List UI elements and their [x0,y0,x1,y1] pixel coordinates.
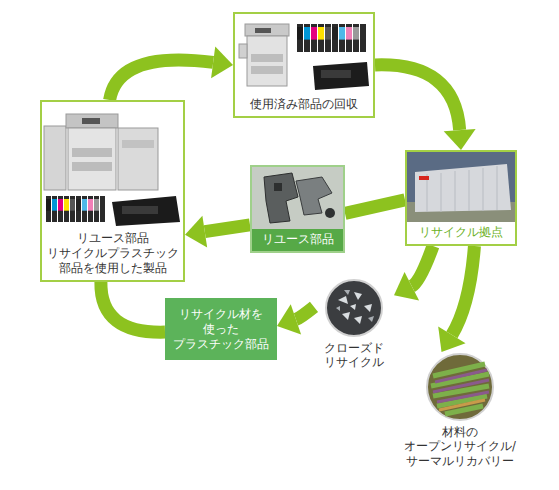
arrow-head [185,216,207,248]
arrow-shaft [296,307,314,320]
arrow-shaft [205,225,250,232]
arrow-shaft [110,60,214,100]
arrow-head [394,272,419,300]
flow-arrow [375,65,476,150]
arrow-shaft [345,200,405,213]
arrow-shaft [412,246,433,286]
flow-arrow [345,200,405,213]
process-box: リユース部品 リサイクルプラスチック 部品を使用した製品 [40,100,185,282]
process-box: リユース部品 [250,165,345,253]
node-label: クローズド リサイクル [316,341,392,370]
arrow-head [277,304,301,334]
node-label: リユース部品 リサイクルプラスチック 部品を使用した製品 [44,231,181,276]
arrow-head [444,129,476,150]
flow-arrow [185,216,250,248]
circle-node: クローズド リサイクル [314,278,394,374]
flow-arrow [277,304,314,334]
flow-arrow [394,246,433,300]
arrow-shaft [452,246,475,335]
illustration [252,167,343,229]
process-box: リサイクル拠点 [405,150,517,246]
node-label: リサイクル材を 使った プラスチック部品 [167,307,275,352]
arrow-shaft [375,65,460,130]
illustration [42,104,183,228]
illustration [425,352,495,422]
illustration [407,152,515,222]
flow-arrow [110,47,233,100]
node-label: リサイクル拠点 [419,225,503,240]
flow-arrow [438,246,474,352]
arrow-shaft [101,282,165,332]
node-label: リユース部品 [262,232,334,247]
illustration [235,16,373,94]
node-label: 材料の オープンリサイクル/ サーマルリカバリー [396,425,524,468]
illustration [324,278,384,338]
arrow-head [438,327,465,352]
node-label: 使用済み部品の回収 [250,97,358,112]
process-box: 使用済み部品の回収 [233,12,375,118]
flow-arrow [101,282,165,332]
process-box: リサイクル材を 使った プラスチック部品 [165,298,277,360]
circle-node: 材料の オープンリサイクル/ サーマルリカバリー [394,352,526,478]
arrow-head [211,47,233,79]
